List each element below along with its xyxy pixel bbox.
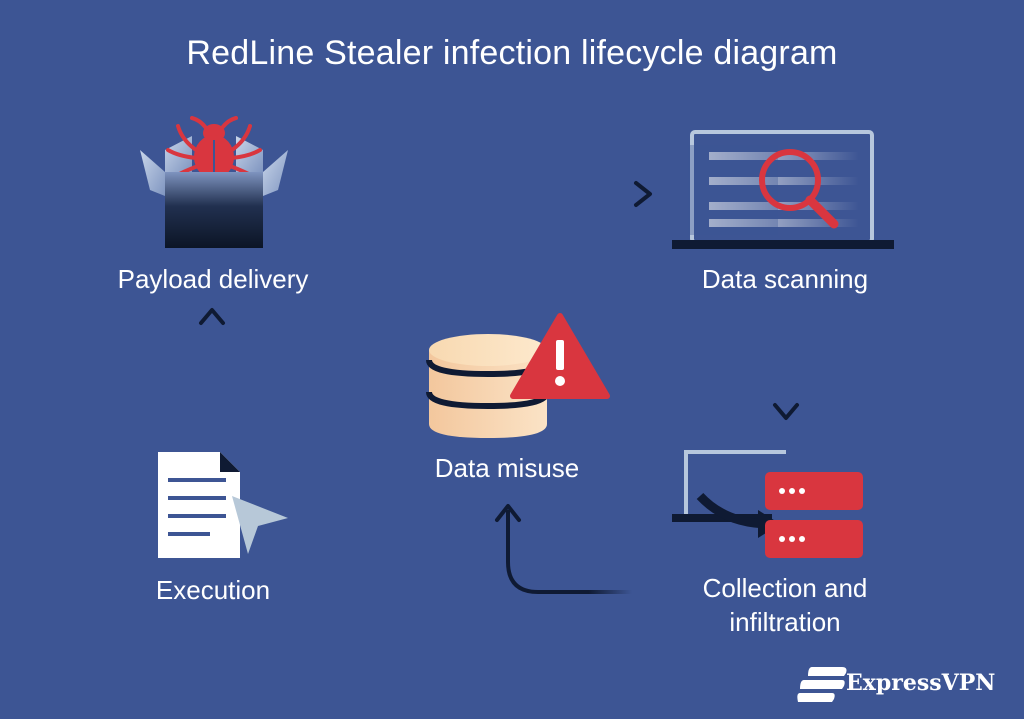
document-cursor-icon [158,452,288,558]
database-warning-icon [426,313,610,438]
laptop-server-icon [672,450,863,558]
label-payload-delivery: Payload delivery [117,264,309,294]
label-data-scanning: Data scanning [701,264,869,294]
malware-box-icon [140,116,288,248]
label-execution: Execution [155,575,271,605]
diagram-title: RedLine Stealer infection lifecycle diag… [186,34,838,72]
warning-icon [510,313,610,399]
arrow-scanning-to-collection [773,318,799,420]
expressvpn-logo-icon [797,667,847,702]
arrow-delivery-to-scanning [322,181,652,207]
brand-name: ExpressVPN [846,670,996,696]
label-collection-and-infiltration: Collection and infiltration [702,573,868,637]
brand-logo: ExpressVPN [796,664,995,704]
arrow-collection-to-misuse [495,504,632,594]
label-data-misuse: Data misuse [434,453,580,483]
arrow-execution-to-delivery [199,308,225,418]
laptop-magnifier-icon [672,130,894,249]
